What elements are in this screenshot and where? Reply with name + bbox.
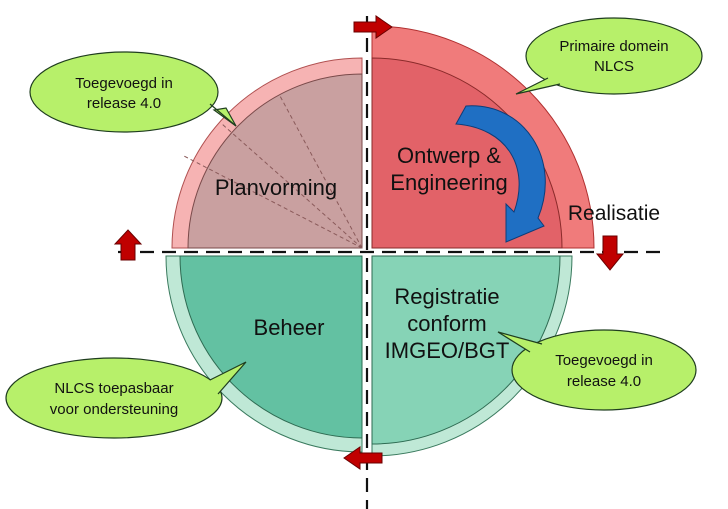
svg-text:release 4.0: release 4.0 — [87, 95, 161, 112]
arrow-left-icon — [343, 446, 383, 470]
callout-top-right: Primaire domein NLCS — [515, 17, 703, 95]
realisatie-label: Realisatie — [568, 202, 660, 225]
registratie-label-line1: Registratie — [394, 284, 499, 309]
ontwerp-label-line2: Engineering — [390, 170, 507, 195]
callout-bottom-left: NLCS toepasbaar voor ondersteuning — [5, 357, 247, 439]
curved-arrow-icon — [455, 105, 546, 243]
svg-text:NLCS toepasbaar: NLCS toepasbaar — [54, 380, 173, 397]
svg-text:voor ondersteuning: voor ondersteuning — [50, 401, 178, 418]
planvorming-quadrant — [187, 73, 363, 249]
svg-text:Toegevoegd in: Toegevoegd in — [555, 352, 653, 369]
beheer-quadrant — [179, 255, 363, 439]
registratie-quadrant — [371, 255, 561, 445]
callout-bottom-right: Toegevoegd in release 4.0 — [497, 329, 697, 411]
planvorming-label: Planvorming — [215, 175, 337, 200]
arrow-down-icon — [595, 235, 625, 271]
svg-text:Toegevoegd in: Toegevoegd in — [75, 75, 173, 92]
ontwerp-quadrant — [371, 57, 563, 249]
svg-text:Primaire domein: Primaire domein — [559, 38, 668, 55]
arrow-right-icon — [353, 15, 393, 39]
arrow-up-icon — [113, 229, 143, 261]
planvorming-subdivisions — [183, 95, 363, 249]
registratie-label-line3: IMGEO/BGT — [385, 338, 510, 363]
registratie-label-line2: conform — [407, 311, 486, 336]
ontwerp-label-line1: Ontwerp & — [397, 143, 501, 168]
callout-top-left: Toegevoegd in release 4.0 — [29, 51, 237, 133]
svg-text:NLCS: NLCS — [594, 58, 634, 75]
svg-text:release 4.0: release 4.0 — [567, 373, 641, 390]
beheer-label: Beheer — [254, 315, 325, 340]
